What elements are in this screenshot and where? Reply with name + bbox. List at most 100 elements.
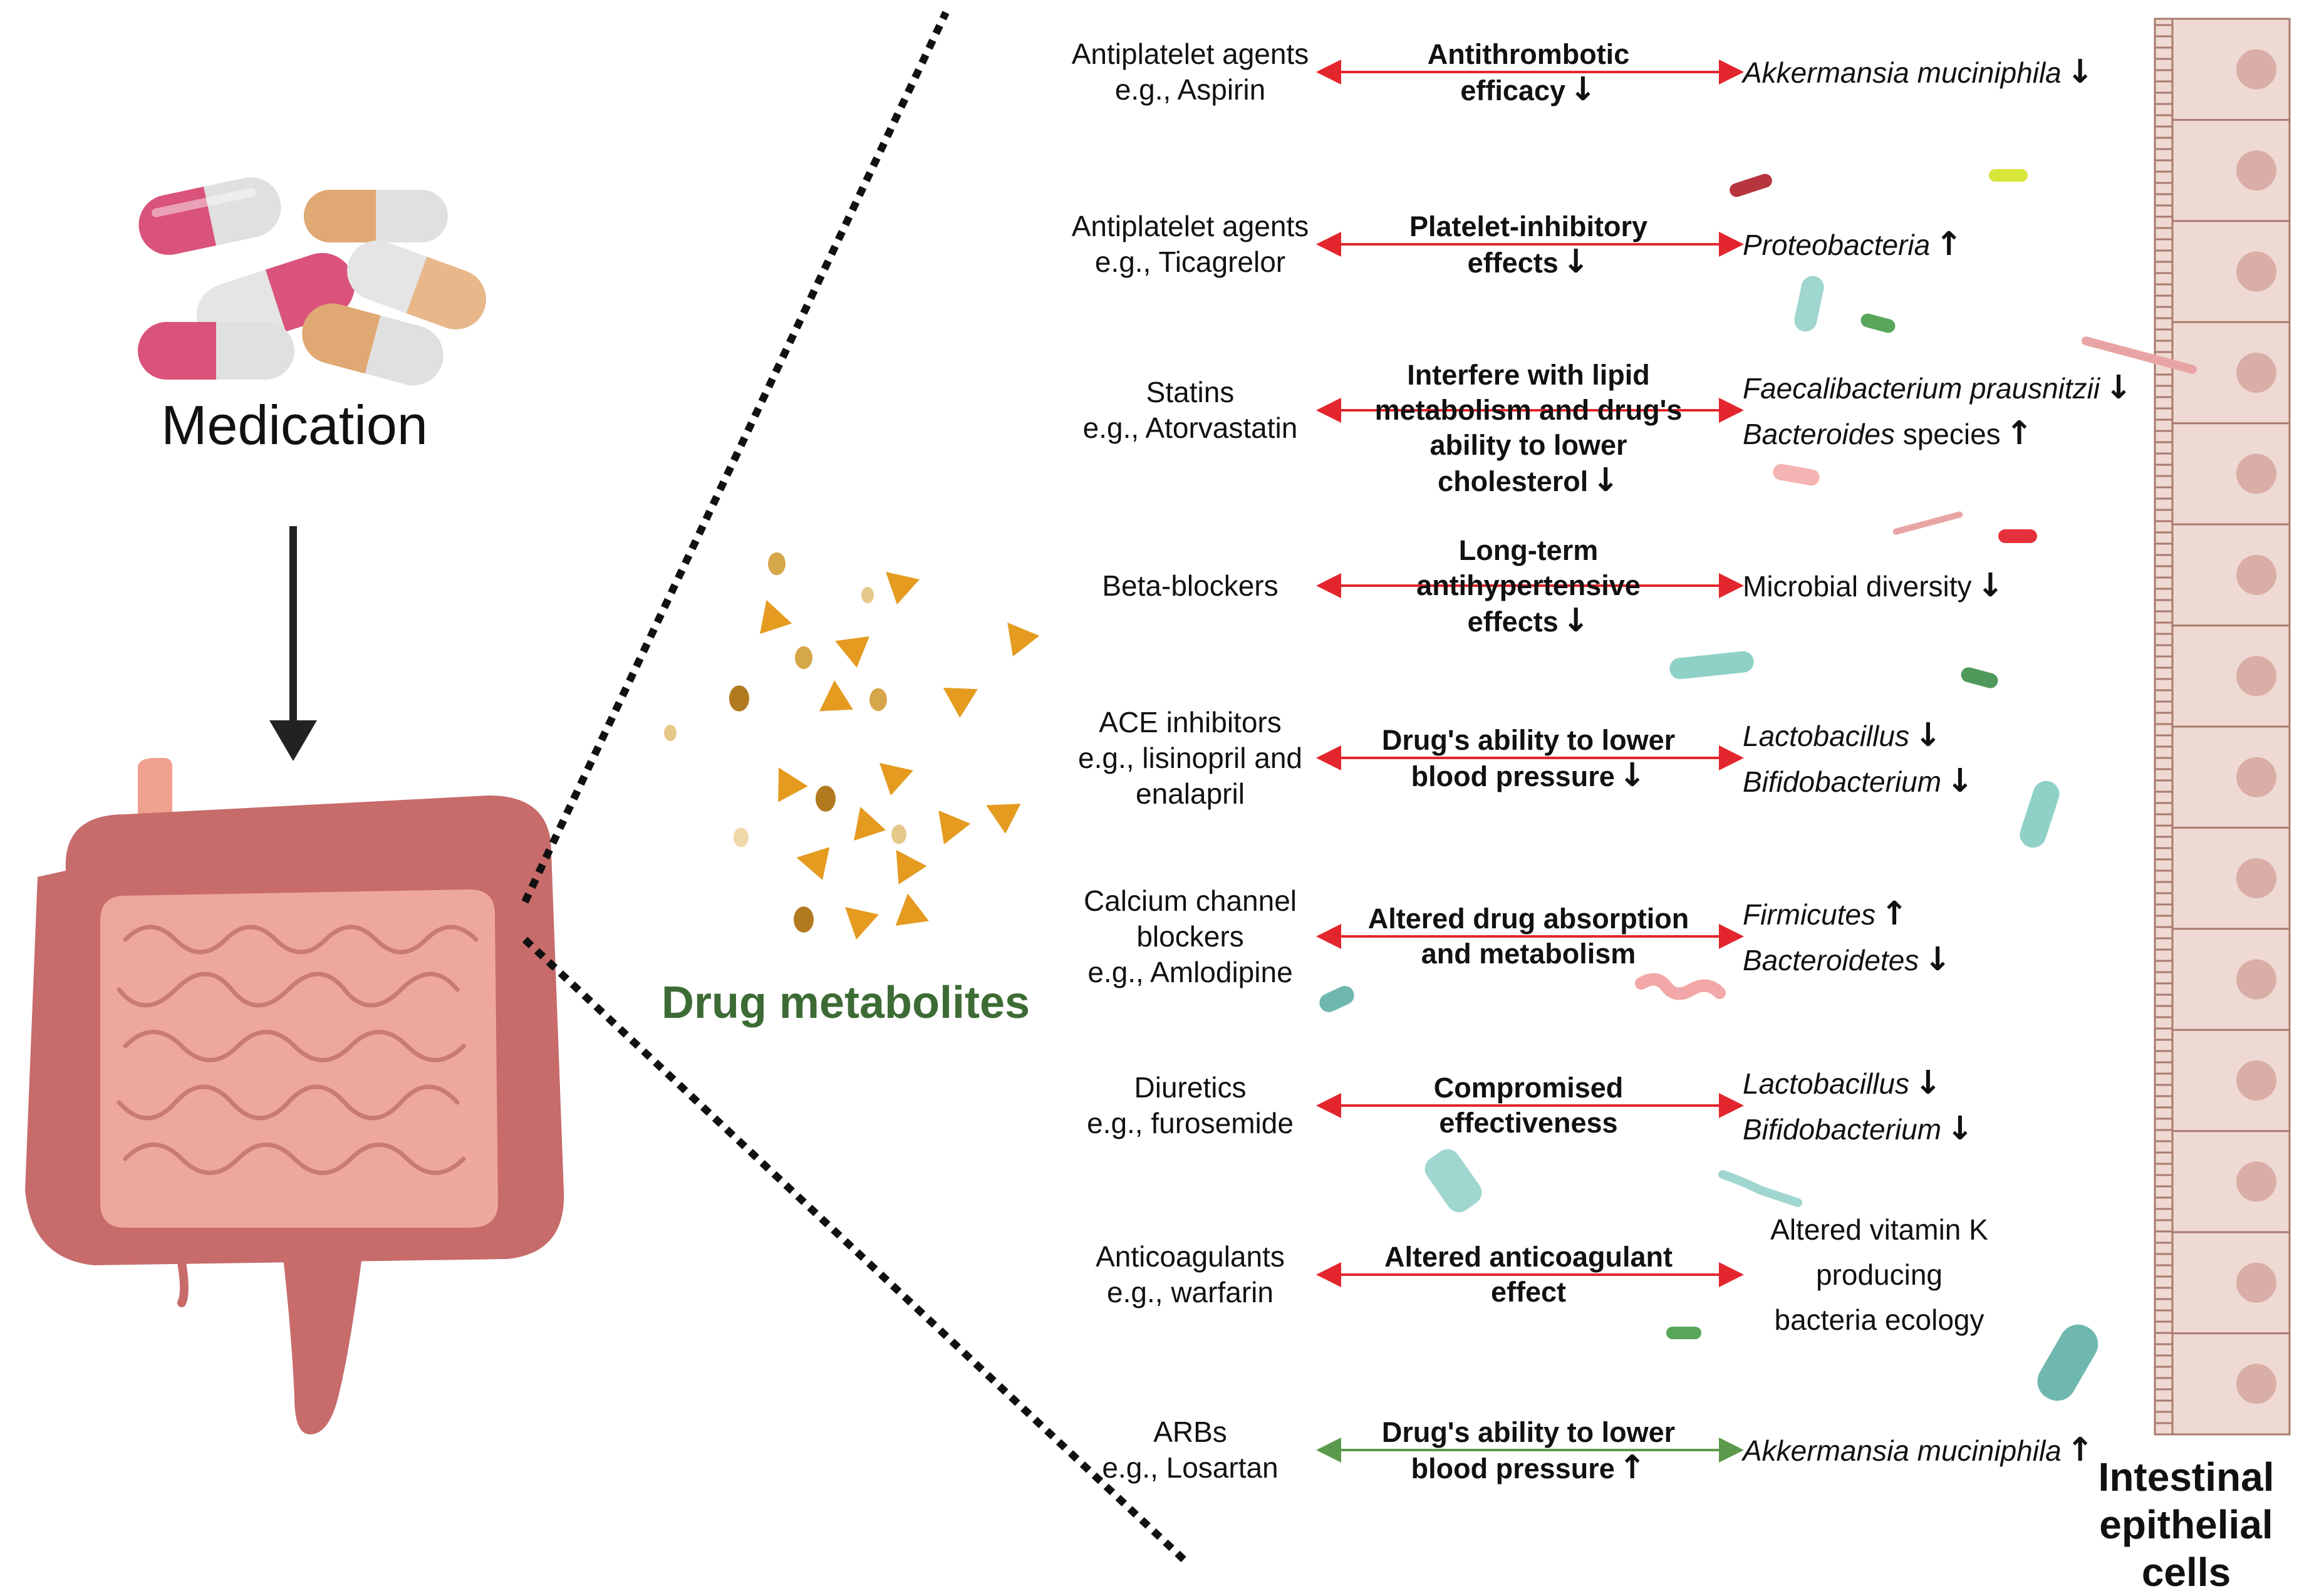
effect-text: effectiveness (1439, 1107, 1618, 1139)
drug-label-line: enalapril (1136, 777, 1245, 810)
microbe-label: Faecalibacterium prausnitzii↓Bacteroides… (1743, 365, 2132, 457)
microbe-name: bacteria ecology (1774, 1303, 1984, 1336)
effect-label-line: and metabolism (1341, 936, 1716, 972)
drug-label-line: Diuretics (1134, 1071, 1247, 1104)
microbe-line: Faecalibacterium prausnitzii↓ (1743, 365, 2132, 411)
relationship-arrows (1316, 60, 1744, 1463)
up-arrow-icon: ↑ (1935, 225, 1963, 263)
metabolites-title: Drug metabolites (661, 978, 1030, 1028)
effect-label-line: Interfere with lipid (1341, 358, 1716, 393)
drug-label-line: e.g., Aspirin (1114, 73, 1266, 106)
intestine-icon (25, 758, 564, 1434)
drug-label-line: ACE inhibitors (1099, 705, 1282, 738)
down-arrow-icon: ↓ (1946, 1110, 1974, 1148)
microbe-label: Proteobacteria↑ (1743, 222, 1963, 267)
drug-label-line: e.g., Ticagrelor (1094, 246, 1286, 278)
drug-label-line: ARBs (1153, 1416, 1227, 1448)
microbe-label: Lactobacillus↓Bifidobacterium↓ (1743, 1060, 1974, 1152)
effect-text: Antithrombotic (1427, 38, 1630, 70)
down-arrow-icon: ↓ (1592, 462, 1619, 499)
drug-label-line: Calcium channel (1083, 884, 1297, 917)
microbe-label: Lactobacillus ↓Bifidobacterium↓ (1743, 713, 1974, 804)
microbe-label: Microbial diversity↓ (1743, 563, 2004, 609)
microbe-line: Bifidobacterium↓ (1743, 759, 1974, 804)
epithelial-title-line1: Intestinal (2098, 1454, 2275, 1500)
down-arrow-icon: ↓ (1924, 941, 1951, 978)
effect-label-line: Drug's ability to lower (1341, 1415, 1716, 1450)
effect-text: Drug's ability to lower (1381, 724, 1676, 756)
effect-label-line: Antithrombotic (1341, 37, 1716, 72)
effect-label-line: blood pressure↓ (1341, 758, 1716, 794)
drug-label-line: e.g., furosemide (1087, 1107, 1294, 1139)
effect-label-line: Platelet-inhibitory (1341, 209, 1716, 244)
epithelial-cells-title: Intestinal epithelial cells (2055, 1453, 2318, 1596)
effect-label-line: antihypertensive (1341, 568, 1716, 603)
microbe-name: Akkermansia muciniphila (1743, 1434, 2062, 1467)
drug-label-line: e.g., Atorvastatin (1082, 412, 1298, 444)
microbe-name: Faecalibacterium prausnitzii (1743, 372, 2100, 405)
down-arrow-icon: ↓ (1976, 567, 2005, 604)
effect-text: Platelet-inhibitory (1409, 210, 1648, 242)
intestinal-epithelium (2154, 18, 2291, 1436)
effect-text: blood pressure (1411, 760, 1615, 792)
microbe-line: Lactobacillus↓ (1743, 1060, 1974, 1106)
up-arrow-icon: ↑ (1618, 1449, 1646, 1486)
microbe-label: Akkermansia muciniphila↑ (1743, 1428, 2093, 1473)
up-arrow-icon: ↑ (2066, 1431, 2094, 1469)
drug-label: Beta-blockers (990, 568, 1391, 604)
effect-text: Compromised (1433, 1072, 1624, 1104)
effect-label-line: effectiveness (1341, 1106, 1716, 1141)
drug-label-line: e.g., Losartan (1102, 1451, 1279, 1484)
microbe-label: Akkermansia muciniphila↓ (1743, 49, 2093, 95)
microbe-name: Firmicutes (1743, 898, 1876, 931)
effect-label-line: effects↓ (1341, 603, 1716, 640)
effect-text: antihypertensive (1416, 569, 1641, 601)
microbe-line: Microbial diversity↓ (1743, 563, 2004, 609)
separator-lines (521, 11, 1187, 1563)
effect-text: efficacy (1460, 75, 1566, 106)
epithelial-title-line2: epithelial cells (2099, 1502, 2273, 1595)
effect-text: Drug's ability to lower (1381, 1416, 1676, 1448)
effect-text: effects (1467, 247, 1559, 279)
down-arrow-icon: ↓ (1914, 1064, 1942, 1102)
effect-label-line: ability to lower cholesterol↓ (1341, 428, 1716, 499)
effect-label-line: Altered anticoagulant (1341, 1240, 1716, 1275)
microbe-name: Lactobacillus (1743, 1067, 1909, 1100)
microbe-line: Bacteroides species↑ (1743, 411, 2132, 457)
effect-text: Altered anticoagulant (1384, 1241, 1673, 1273)
microbe-name: Akkermansia muciniphila (1743, 56, 2062, 89)
metabolite-particles (664, 552, 1040, 940)
drug-label-line: Beta-blockers (1102, 569, 1279, 602)
effect-text: effect (1490, 1276, 1567, 1308)
drug-label-line: blockers (1136, 920, 1244, 953)
capsule-pills-icon (138, 177, 486, 386)
up-arrow-icon: ↑ (2005, 415, 2033, 452)
microbe-line: Firmicutes↑ (1743, 891, 1951, 937)
microbe-line: Bifidobacterium↓ (1743, 1106, 1974, 1152)
down-arrow-icon: ↓ (1562, 602, 1590, 640)
microbe-name: producing (1815, 1258, 1943, 1291)
microbe-line: producing (1748, 1252, 2011, 1297)
down-arrow-icon: ↓ (1946, 762, 1974, 800)
down-arrow-icon: ↓ (2105, 369, 2132, 407)
down-arrow-icon: ↓ (1569, 71, 1597, 108)
drug-label-line: e.g., lisinopril and (1078, 741, 1302, 774)
microbe-name: Lactobacillus (1743, 720, 1909, 752)
effect-label-line: metabolism and drug's (1341, 393, 1716, 428)
effect-label-line: Drug's ability to lower (1341, 723, 1716, 758)
effect-label-line: efficacy↓ (1341, 72, 1716, 108)
microbe-name: Proteobacteria (1743, 229, 1931, 261)
effect-label-line: blood pressure↑ (1341, 1450, 1716, 1486)
